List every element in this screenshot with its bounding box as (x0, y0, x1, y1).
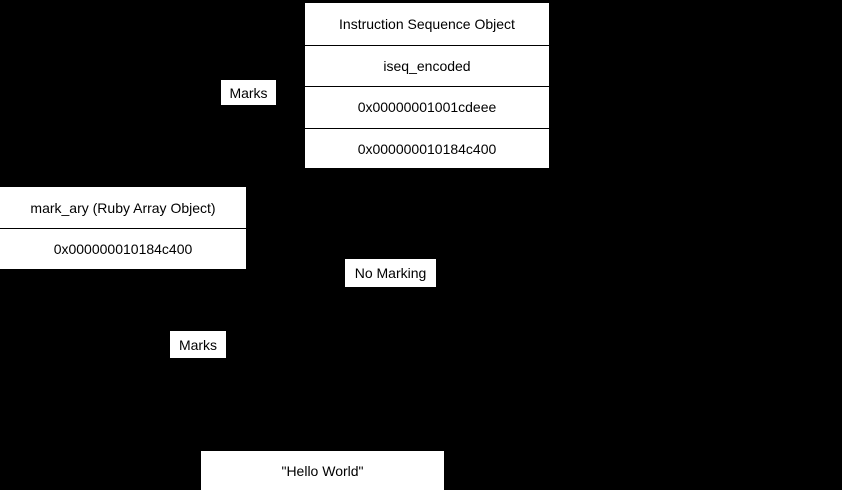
iseq-field-name-row: iseq_encoded (305, 44, 549, 87)
edge-iseq-to-markary (120, 146, 304, 187)
mark-ary-title-row: mark_ary (Ruby Array Object) (30, 199, 216, 216)
iseq-mark-ary-address-row: 0x000000010184c400 (305, 127, 549, 170)
hello-world-value-row: "Hello World" (281, 462, 364, 479)
edge-label-no-marking: No Marking (345, 259, 436, 287)
edge-label-marks-top: Marks (221, 80, 276, 105)
edge-markary-to-string (122, 270, 201, 473)
iseq-title-row: Instruction Sequence Object (339, 15, 515, 32)
mark-ary-node[interactable]: mark_ary (Ruby Array Object) 0x000000010… (0, 186, 247, 270)
instruction-sequence-object-node[interactable]: Instruction Sequence Object iseq_encoded… (304, 2, 550, 169)
hello-world-node[interactable]: "Hello World" (200, 450, 445, 490)
mark-ary-address-row: 0x000000010184c400 (0, 228, 246, 269)
iseq-encoded-address-row: 0x00000001001cdeee (305, 86, 549, 128)
edge-label-marks-bottom: Marks (170, 331, 226, 358)
